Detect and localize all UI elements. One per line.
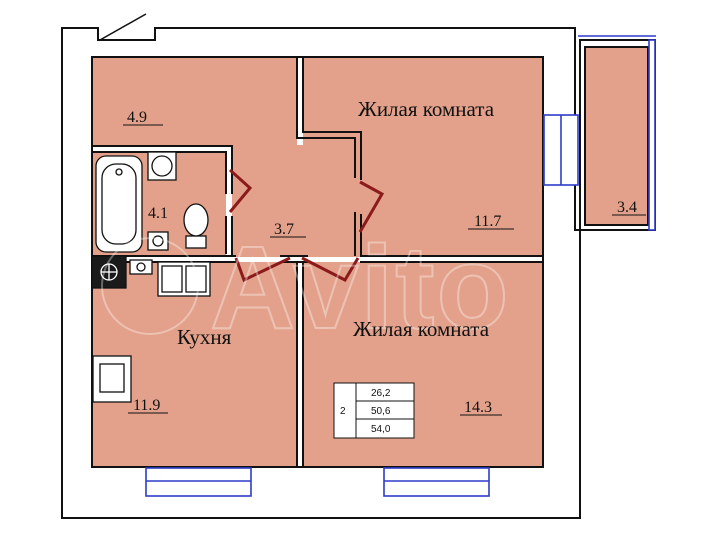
kitchen-sink-icon — [157, 261, 211, 297]
total-area-value: 54,0 — [371, 424, 391, 435]
watermark: Avito — [101, 221, 511, 355]
room-labels: Жилая комната Жилая комната Кухня — [177, 97, 495, 349]
window-kitchen — [145, 467, 252, 497]
rooms-count: 2 — [340, 406, 346, 417]
stove-icon — [91, 255, 127, 289]
bathroom-fixtures — [95, 151, 209, 253]
hall-area: 3.7 — [274, 221, 294, 238]
balcony-area: 3.4 — [617, 199, 637, 216]
top-living-door-icon — [358, 180, 385, 233]
meter-icon — [129, 259, 153, 275]
bottom-living-door-icon — [301, 256, 360, 282]
boiler-icon — [92, 355, 132, 403]
living-room-top-area: 11.7 — [474, 213, 501, 230]
kitchen-door-icon — [234, 256, 291, 283]
washbasin-icon — [147, 151, 177, 181]
windows — [145, 35, 656, 497]
bathroom-door-icon — [228, 168, 253, 213]
interior-walls — [91, 46, 649, 468]
interior-doors — [228, 168, 385, 283]
hall-fill — [232, 145, 360, 257]
living-room-bottom-name: Жилая комната — [353, 317, 490, 341]
area-summary-table: 2 26,2 50,6 54,0 — [333, 382, 415, 439]
sink-small-icon — [147, 231, 169, 251]
corridor-top-area: 4.9 — [127, 109, 147, 126]
corridor-top-fill — [92, 57, 297, 145]
area-labels: 4.9 4.1 3.7 11.7 3.4 11.9 14.3 — [123, 109, 646, 416]
usable-area-value: 50,6 — [371, 406, 391, 417]
window-balcony — [648, 39, 656, 231]
kitchen-fixtures — [91, 255, 211, 403]
entrance-door-icon — [99, 13, 147, 41]
balcony-fill — [585, 47, 648, 225]
living-room-bottom-area: 14.3 — [464, 399, 492, 416]
living-area-value: 26,2 — [371, 388, 391, 399]
watermark-text: Avito — [210, 222, 511, 354]
avito-logo-icon — [101, 237, 199, 335]
toilet-icon — [183, 203, 209, 249]
kitchen-area: 11.9 — [133, 397, 160, 414]
window-living-bottom — [383, 467, 490, 497]
bathroom-area: 4.1 — [148, 205, 168, 222]
living-room-top-name: Жилая комната — [358, 97, 495, 121]
kitchen-name: Кухня — [177, 325, 232, 349]
bathtub-icon — [95, 155, 143, 253]
